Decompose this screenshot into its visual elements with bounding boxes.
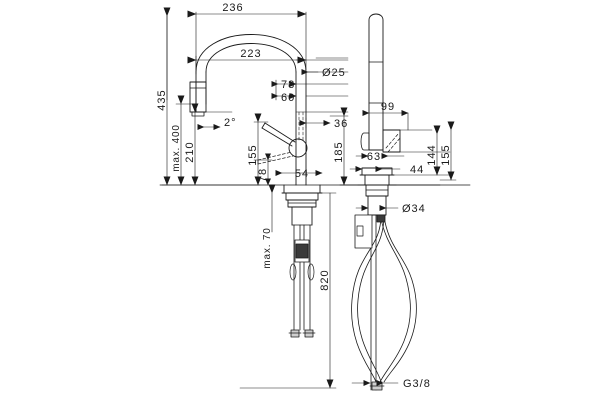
label-236: 236 <box>222 2 243 14</box>
handle-pivot-ball <box>288 138 308 158</box>
front-view-faucet-body <box>159 34 441 338</box>
side-handle-block <box>382 129 401 153</box>
pull-down-hose-loop-right <box>383 221 417 383</box>
side-view-faucet <box>339 13 471 391</box>
label-54: 54 <box>295 168 309 180</box>
base-escutcheon <box>283 184 321 194</box>
label-60: 60 <box>281 92 295 104</box>
side-shank <box>367 195 387 216</box>
label-99: 99 <box>381 101 395 113</box>
label-155-front: 155 <box>247 144 259 165</box>
label-210: 210 <box>184 141 196 162</box>
label-155-side: 155 <box>440 144 452 165</box>
label-g38: G3/8 <box>403 378 431 390</box>
label-36: 36 <box>334 118 348 130</box>
label-820: 820 <box>319 269 331 290</box>
label-63: 63 <box>367 151 381 163</box>
side-body-outline <box>368 13 384 151</box>
label-223: 223 <box>240 48 261 60</box>
label-144: 144 <box>426 144 438 165</box>
handle-lever-lower <box>264 122 296 143</box>
label-435: 435 <box>156 89 168 110</box>
dimension-labels: 236 223 Ø25 435 max. 400 210 2° 78 60 36… <box>156 2 452 390</box>
label-44: 44 <box>410 164 424 176</box>
side-hose-weight <box>354 214 373 249</box>
label-dia25: Ø25 <box>322 67 346 79</box>
label-max-70: max. 70 <box>262 227 273 268</box>
spout-arc-outer <box>195 34 307 73</box>
label-78-upper: 78 <box>281 79 295 91</box>
label-max-400: max. 400 <box>171 124 182 172</box>
label-78-lower: 78 <box>257 168 269 182</box>
dimension-lines <box>161 7 457 389</box>
handle-lever-upper <box>261 127 293 147</box>
pull-down-hose-loop-left <box>351 214 382 383</box>
pull-down-spray-head <box>189 81 207 113</box>
label-2-degree: 2° <box>224 117 237 129</box>
label-185: 185 <box>333 141 345 162</box>
label-dia34: Ø34 <box>402 203 426 215</box>
